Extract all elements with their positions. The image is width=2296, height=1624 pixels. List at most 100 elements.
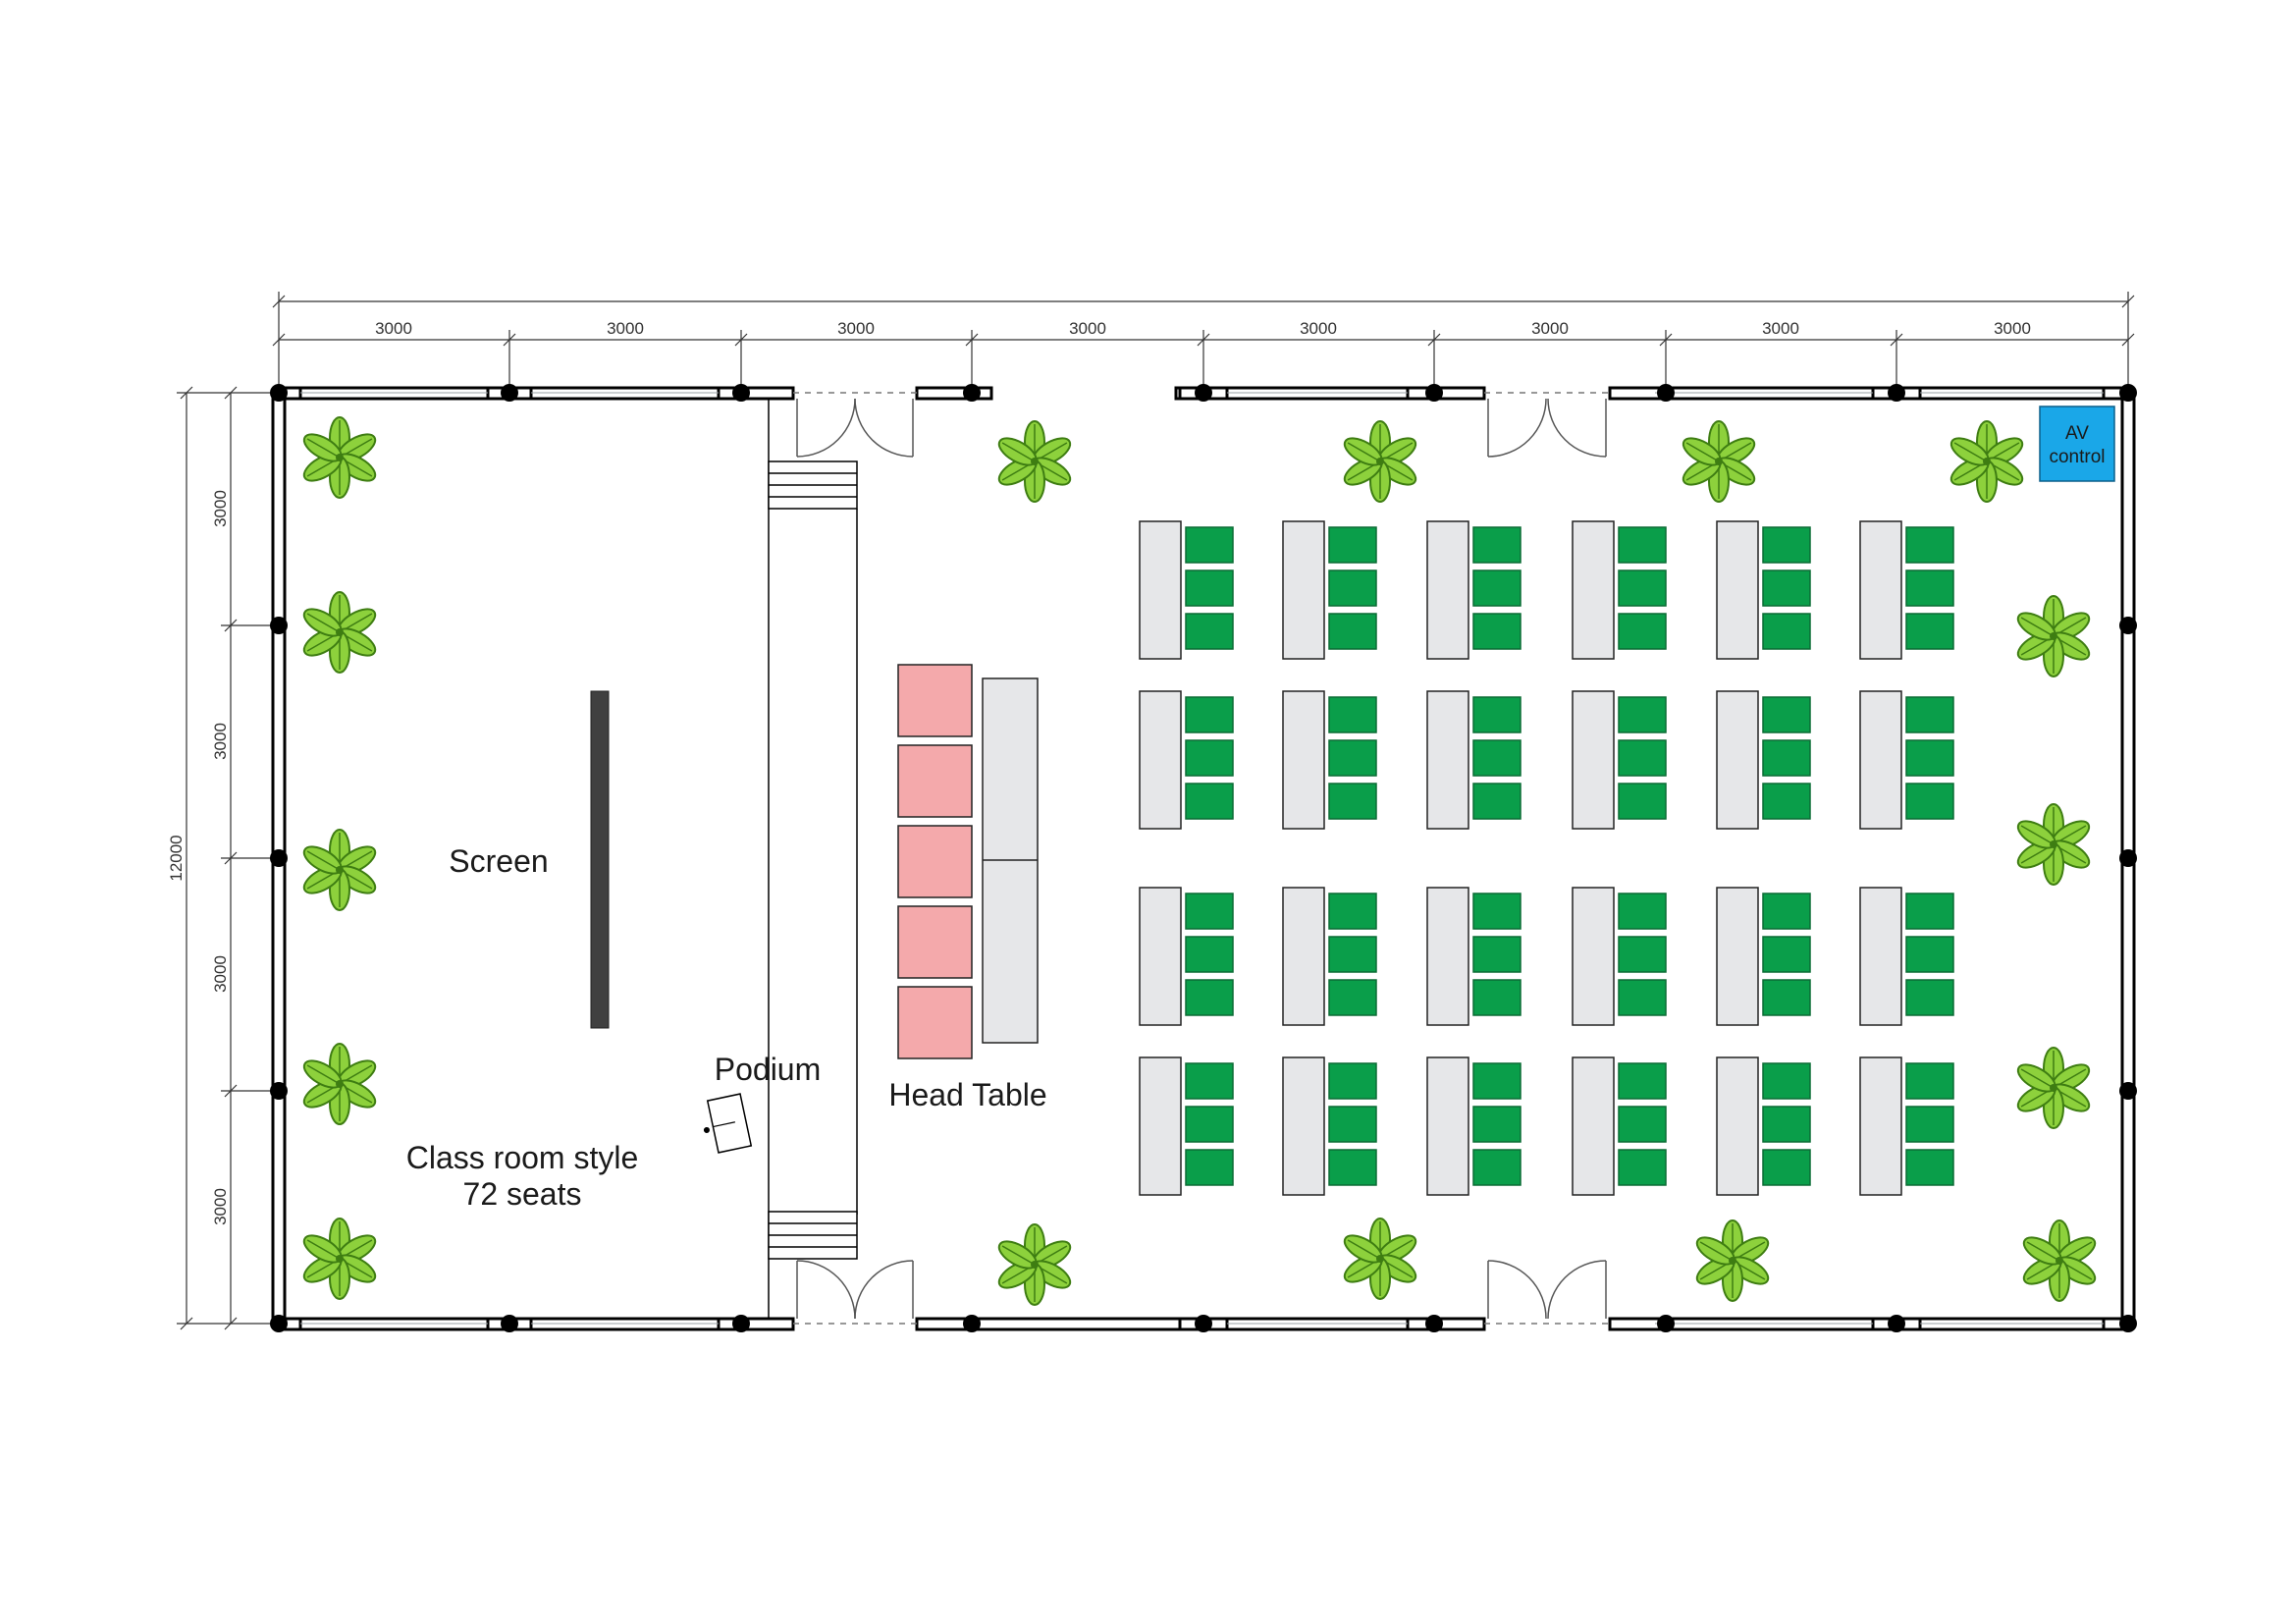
classroom-table (1426, 1056, 1469, 1196)
seat-chair (1472, 979, 1522, 1016)
plant-icon (298, 416, 381, 499)
dim-left-1: 3000 (211, 490, 230, 527)
seat-chair (1618, 696, 1667, 733)
plant-icon (993, 420, 1076, 503)
classroom-table (1426, 690, 1469, 830)
plant-icon (2012, 595, 2095, 677)
screen-label: Screen (449, 843, 548, 879)
seat-chair (1185, 979, 1234, 1016)
classroom-table (1282, 887, 1325, 1026)
seat-chair (1905, 1062, 1954, 1100)
seat-chair (1905, 979, 1954, 1016)
plant-icon (1339, 420, 1421, 503)
classroom-table (1572, 1056, 1615, 1196)
classroom-table (1716, 690, 1759, 830)
seat-chair (1328, 1062, 1377, 1100)
seat-chair (1328, 739, 1377, 777)
dim-top-4: 3000 (1069, 319, 1106, 338)
seat-chair (1472, 893, 1522, 930)
top-dimension-ticks (272, 295, 2135, 347)
classroom-table (1572, 520, 1615, 660)
seat-chair (1185, 526, 1234, 564)
classroom-table (1139, 1056, 1182, 1196)
dim-left-2: 3000 (211, 723, 230, 760)
seat-chair (1618, 783, 1667, 820)
dim-top-8: 3000 (1994, 319, 2031, 338)
seat-chair (1762, 1149, 1811, 1186)
classroom-table (1139, 520, 1182, 660)
dim-left-3: 3000 (211, 955, 230, 993)
seat-chair (1328, 893, 1377, 930)
plant-icon (1339, 1218, 1421, 1300)
seat-chair (1185, 569, 1234, 607)
seat-chair (1762, 1062, 1811, 1100)
av-label-2: control (2049, 447, 2105, 467)
dim-top-1: 3000 (375, 319, 412, 338)
seat-chair (1185, 936, 1234, 973)
seat-chair (1185, 696, 1234, 733)
layout-style-label: Class room style (406, 1140, 639, 1175)
classroom-table (1716, 887, 1759, 1026)
seat-chair (1905, 569, 1954, 607)
plant-icon (1946, 420, 2028, 503)
seat-chair (1472, 526, 1522, 564)
head-table-chairs (897, 664, 973, 1059)
seat-chair (1762, 936, 1811, 973)
seat-chair (1472, 936, 1522, 973)
top-dimension-lines (278, 292, 2129, 393)
seat-chair (1905, 526, 1954, 564)
seat-chair (1328, 783, 1377, 820)
seat-chair (1762, 893, 1811, 930)
seat-chair (1905, 1106, 1954, 1143)
seat-chair (1618, 1106, 1667, 1143)
av-control-box: AV control (2039, 406, 2115, 482)
dim-top-5: 3000 (1300, 319, 1337, 338)
head-table-label: Head Table (888, 1077, 1046, 1112)
plant-icon (298, 591, 381, 674)
seat-chair (1762, 979, 1811, 1016)
seat-chair (1328, 526, 1377, 564)
seat-chair (1762, 783, 1811, 820)
seat-chair (1185, 893, 1234, 930)
seat-chair (1472, 1106, 1522, 1143)
plant-icon (1678, 420, 1760, 503)
seat-chair (1905, 893, 1954, 930)
seat-chair (1762, 696, 1811, 733)
seat-chair (1472, 569, 1522, 607)
seat-chair (1618, 1149, 1667, 1186)
seat-count-label: 72 seats (463, 1176, 582, 1212)
seat-chair (1472, 783, 1522, 820)
seat-chair (1905, 1149, 1954, 1186)
head-chair (897, 905, 973, 979)
seat-chair (1905, 783, 1954, 820)
seat-chair (1472, 696, 1522, 733)
seat-chair (1328, 979, 1377, 1016)
seat-chair (1185, 613, 1234, 650)
seat-chair (1472, 1062, 1522, 1100)
head-chair (897, 664, 973, 737)
dim-top-3: 3000 (837, 319, 875, 338)
seat-chair (1762, 739, 1811, 777)
seat-chair (1762, 526, 1811, 564)
classroom-table (1859, 887, 1902, 1026)
dim-top-2: 3000 (607, 319, 644, 338)
stage (768, 399, 858, 1319)
seat-chair (1185, 783, 1234, 820)
plant-icon (298, 1043, 381, 1125)
seat-chair (1618, 893, 1667, 930)
left-dimension-lines (177, 392, 279, 1325)
projection-screen (590, 690, 610, 1029)
seat-chair (1185, 1149, 1234, 1186)
seat-chair (1185, 1106, 1234, 1143)
classroom-table (1572, 887, 1615, 1026)
podium-label: Podium (715, 1052, 822, 1087)
seat-chair (1618, 569, 1667, 607)
seat-chair (1472, 613, 1522, 650)
classroom-table (1282, 520, 1325, 660)
plant-icon (2012, 1047, 2095, 1129)
classroom-table (1426, 520, 1469, 660)
head-table (982, 677, 1039, 1044)
av-label-1: AV (2065, 423, 2089, 444)
podium-icon (703, 1093, 753, 1154)
